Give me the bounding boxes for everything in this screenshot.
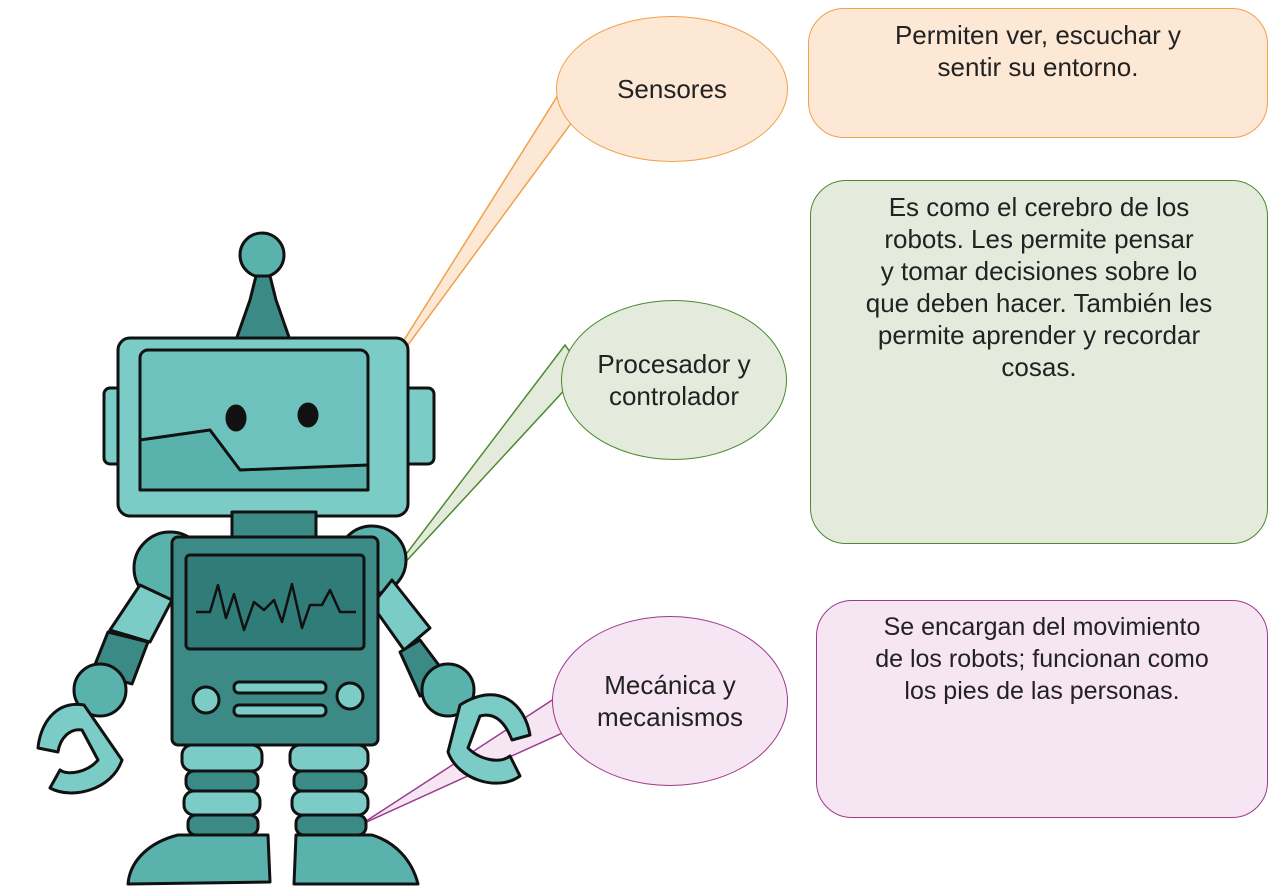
right-thigh	[288, 743, 370, 773]
left-knee	[184, 769, 260, 793]
processor-description-line4: que deben hacer. También les	[865, 288, 1213, 318]
processor-label-line2: controlador	[608, 381, 740, 411]
processor-label-bubble: Procesador y controlador	[561, 300, 787, 460]
neck	[230, 510, 318, 542]
right-ankle	[294, 813, 368, 837]
mechanics-label-line2: mecanismos	[597, 702, 743, 732]
mechanics-label: Mecánica y mecanismos	[597, 669, 743, 733]
left-hand	[36, 702, 124, 795]
left-button	[191, 685, 221, 715]
left-thigh	[180, 743, 264, 773]
left-shin	[182, 789, 262, 817]
mechanics-description-line1: Se encargan del movimiento	[883, 613, 1201, 641]
left-ankle	[186, 813, 260, 837]
right-knee	[292, 769, 368, 793]
antenna-ball	[238, 231, 286, 279]
top-slot	[232, 680, 328, 695]
sensors-description-line2: sentir su entorno.	[937, 52, 1139, 82]
processor-description-box: Es como el cerebro de los robots. Les pe…	[810, 180, 1268, 544]
sensors-label: Sensores	[617, 74, 727, 104]
left-upper-arm	[108, 583, 174, 644]
mechanics-label-bubble: Mecánica y mecanismos	[552, 616, 788, 786]
mechanics-description: Se encargan del movimiento de los robots…	[875, 611, 1209, 707]
face-visor	[138, 428, 370, 492]
left-eye	[225, 404, 247, 432]
mechanics-description-line3: los pies de las personas.	[904, 677, 1180, 705]
mechanics-description-box: Se encargan del movimiento de los robots…	[816, 600, 1268, 818]
heartbeat-line	[196, 582, 356, 632]
mechanics-label-line1: Mecánica y	[604, 670, 736, 700]
robot	[36, 231, 532, 886]
sensors-description: Permiten ver, escuchar y sentir su entor…	[895, 19, 1181, 83]
sensors-label-bubble: Sensores	[556, 16, 788, 162]
processor-label-line1: Procesador y	[597, 349, 751, 379]
antenna-stem	[234, 274, 292, 342]
mechanics-description-line2: de los robots; funcionan como	[875, 645, 1209, 673]
processor-description-line3: y tomar decisiones sobre lo	[880, 256, 1198, 286]
right-button	[335, 681, 365, 711]
right-eye	[297, 402, 319, 428]
processor-description-line5: permite aprender y recordar	[877, 320, 1201, 350]
bottom-slot	[232, 703, 328, 718]
sensors-description-box: Permiten ver, escuchar y sentir su entor…	[808, 8, 1268, 138]
processor-description-line1: Es como el cerebro de los	[888, 192, 1190, 222]
left-foot	[126, 833, 272, 886]
processor-label: Procesador y controlador	[597, 348, 750, 412]
processor-description-line2: robots. Les permite pensar	[884, 224, 1194, 254]
sensors-description-line1: Permiten ver, escuchar y	[894, 20, 1182, 50]
right-shin	[290, 789, 370, 817]
right-hand	[446, 693, 532, 785]
right-foot	[292, 833, 420, 886]
processor-description-line6: cosas.	[1001, 352, 1077, 382]
left-elbow	[72, 662, 128, 718]
processor-description: Es como el cerebro de los robots. Les pe…	[866, 191, 1212, 383]
